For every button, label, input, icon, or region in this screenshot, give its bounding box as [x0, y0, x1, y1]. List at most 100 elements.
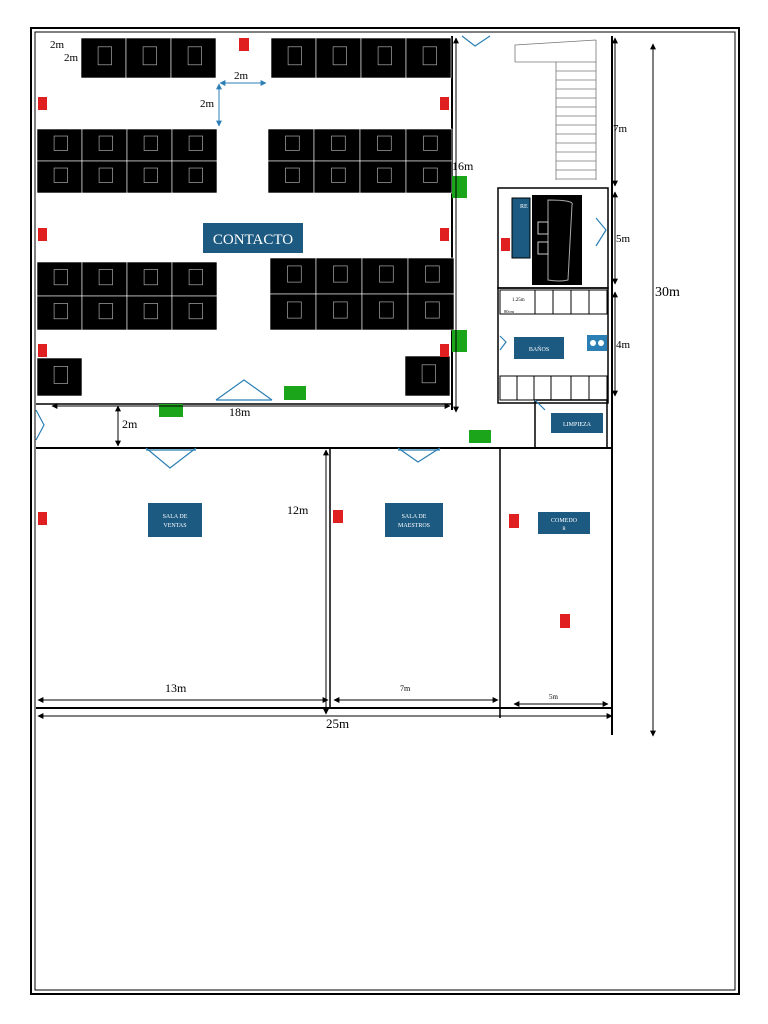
desk-chair-icon: [53, 269, 68, 286]
dim-top-left-h: 2m: [64, 52, 79, 64]
workstation: [270, 37, 317, 79]
dimension-lines: [37, 37, 656, 737]
dim-office-length: 18m: [229, 405, 251, 419]
desk-chair-icon: [333, 301, 348, 319]
dim-total-depth: 30m: [655, 285, 680, 300]
workstation: [269, 257, 317, 295]
svg-text:VENTAS: VENTAS: [163, 523, 186, 529]
workstation: [36, 160, 83, 194]
workstation: [36, 295, 83, 331]
workstation: [126, 295, 173, 331]
workstation: [171, 160, 218, 194]
workstation: [171, 295, 218, 331]
limpieza-label: LIMPIEZA: [551, 413, 603, 433]
desk-chair-icon: [188, 167, 203, 183]
desk-chair-icon: [287, 301, 302, 319]
dim-ventas-width: 13m: [165, 681, 187, 695]
workstation: [126, 160, 173, 194]
staircase: [514, 39, 597, 180]
workstation: [126, 128, 173, 162]
workstation: [315, 257, 363, 295]
emergency-exit-icon: [159, 176, 491, 443]
workstation: [359, 128, 407, 162]
desk-chair-icon: [188, 303, 203, 320]
workstation: [407, 257, 455, 295]
svg-text:SALA DE: SALA DE: [163, 514, 188, 520]
desk-chair-icon: [285, 135, 300, 151]
desk-chair-icon: [143, 269, 158, 286]
dim-maestros-width: 7m: [400, 684, 411, 693]
desk-chair-icon: [53, 167, 68, 183]
comedor-label: COMEDO R: [538, 512, 590, 534]
desk-chair-icon: [377, 135, 392, 151]
desk-chair-icon: [98, 135, 113, 151]
workstation: [313, 160, 361, 194]
dim-stairs: 7m: [613, 123, 628, 135]
dim-comedor-width: 5m: [549, 693, 559, 701]
desk-chair-icon: [377, 46, 392, 66]
workstation: [36, 128, 83, 162]
desk-chair-icon: [379, 265, 394, 283]
desk-chair-icon: [187, 46, 202, 66]
dim-bath-w: 1.25m: [512, 298, 525, 303]
dim-reception: 5m: [616, 233, 631, 245]
workstation: [36, 357, 83, 397]
toilet-icon: [587, 335, 607, 351]
desk-chair-icon: [425, 265, 440, 283]
dim-rooms-depth: 12m: [287, 503, 309, 517]
desk-chair-icon: [422, 46, 437, 66]
desk-chair-icon: [333, 265, 348, 283]
dim-aisle-h: 2m: [234, 70, 249, 82]
svg-text:COMEDO: COMEDO: [551, 518, 578, 524]
reception-desk: [511, 195, 582, 285]
workstation: [315, 37, 362, 79]
desk-chair-icon: [143, 303, 158, 320]
sala-maestros-label: SALA DE MAESTROS: [385, 503, 443, 537]
desk-chair-icon: [285, 167, 300, 183]
svg-text:LIMPIEZA: LIMPIEZA: [563, 422, 592, 428]
workstation: [170, 37, 217, 79]
desk-chair-icon: [188, 135, 203, 151]
dim-baths: 4m: [616, 339, 631, 351]
desk-chair-icon: [425, 301, 440, 319]
desk-chair-icon: [423, 167, 438, 183]
desk-chair-icon: [332, 46, 347, 66]
dim-top-left-w: 2m: [50, 39, 65, 51]
svg-text:MAESTROS: MAESTROS: [398, 523, 430, 529]
svg-text:R: R: [562, 527, 566, 532]
workstation: [359, 160, 407, 194]
workstation: [81, 128, 128, 162]
page-inner-border: [34, 31, 736, 991]
door-icon: [35, 35, 607, 469]
desk-chair-icon: [53, 303, 68, 320]
workstation: [361, 293, 409, 331]
workstation: [267, 128, 315, 162]
workstation: [404, 355, 451, 397]
dim-corridor: 2m: [122, 417, 138, 431]
workstation: [36, 261, 83, 297]
desk-chair-icon: [97, 46, 112, 66]
workstation: [361, 257, 409, 295]
desk-chair-icon: [287, 265, 302, 283]
banos-label: BAÑOS: [514, 337, 564, 359]
workstation: [405, 37, 452, 79]
dim-bath-small: 80cm: [504, 309, 514, 314]
svg-text:CONTACTO: CONTACTO: [213, 232, 293, 248]
desk-chair-icon: [421, 364, 436, 384]
workstation: [315, 293, 363, 331]
workstation: [81, 295, 128, 331]
workstation: [81, 261, 128, 297]
workstation: [80, 37, 127, 79]
desk-chair-icon: [142, 46, 157, 66]
desk-chair-icon: [53, 366, 68, 384]
desk-chair-icon: [143, 135, 158, 151]
dim-office-depth: 16m: [452, 159, 474, 173]
desk-chair-icon: [379, 301, 394, 319]
svg-text:BAÑOS: BAÑOS: [529, 345, 549, 353]
svg-text:SALA DE: SALA DE: [402, 514, 427, 520]
desk-chair-icon: [143, 167, 158, 183]
workstation: [81, 160, 128, 194]
recepcion-label: RE: [520, 204, 528, 210]
desk-chair-icon: [331, 167, 346, 183]
fire-extinguisher-icon: [38, 38, 570, 628]
